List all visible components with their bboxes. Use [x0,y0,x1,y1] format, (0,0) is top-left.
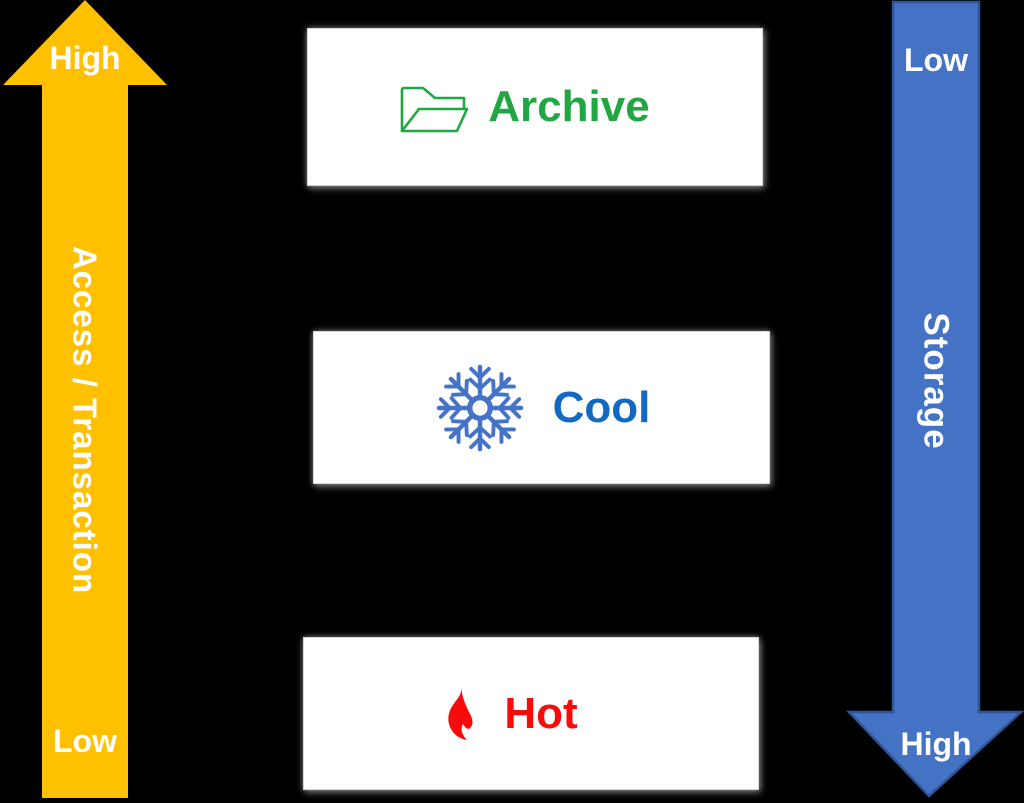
open-folder-icon [400,86,469,133]
tier-card-hot: Hot [303,637,759,790]
tier-label-archive: Archive [488,82,650,131]
storage-down-arrow [846,0,1024,798]
storage-arrow-axis-label: Storage [916,312,956,450]
access-up-arrow [3,0,167,798]
access-arrow-axis-label: Access / Transaction [66,245,104,595]
flame-icon [448,686,473,740]
tier-label-cool: Cool [552,382,651,432]
tier-card-cool: Cool [313,331,770,484]
tier-label-hot: Hot [504,688,578,738]
storage-arrow-low-label: Low [904,42,968,78]
storage-arrow-high-label: High [900,726,972,762]
access-arrow-high-label: High [49,40,121,76]
snowflake-icon [433,361,527,455]
tier-card-archive: Archive [307,28,763,186]
access-arrow-low-label: Low [53,723,117,759]
